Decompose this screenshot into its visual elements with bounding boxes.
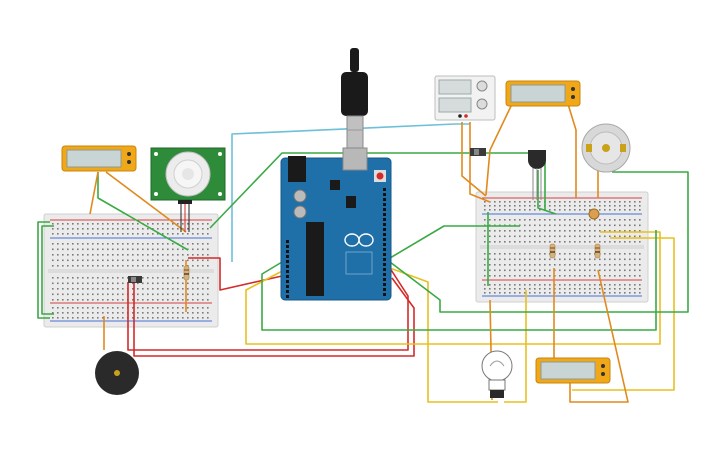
multimeter-left[interactable] — [61, 145, 137, 172]
wire-green-left-loop2 — [41, 225, 54, 315]
dc-motor[interactable] — [581, 123, 631, 173]
wire-green-temp — [537, 170, 557, 215]
wire-yellow-2 — [389, 267, 498, 403]
photoresistor[interactable] — [588, 208, 600, 220]
resistor-left[interactable] — [183, 265, 190, 281]
bench-power-supply[interactable] — [434, 75, 496, 121]
wire-yellow-1 — [245, 231, 661, 345]
wire-orange-bottom2 — [569, 269, 629, 403]
arduino-logo — [344, 233, 374, 247]
breadboard-right-holes — [484, 201, 641, 294]
wire-green-ard-left — [261, 230, 657, 331]
wire-orange-left-mm — [89, 171, 99, 215]
wire-green-top — [209, 152, 470, 229]
mm-left-knob — [127, 152, 131, 156]
light-bulb[interactable] — [481, 350, 513, 398]
wire-orange-mm-top2 — [567, 103, 577, 198]
arduino-header-pins — [286, 188, 386, 298]
breadboard-left[interactable] — [43, 213, 219, 328]
wire-red-2 — [133, 277, 415, 357]
usb-port — [342, 147, 368, 171]
wires — [37, 103, 689, 403]
arduino-uno[interactable] — [280, 147, 392, 301]
temperature-sensor[interactable] — [528, 150, 546, 200]
atmega-chip — [306, 222, 324, 296]
slide-switch-top[interactable] — [470, 148, 486, 156]
resistor-right-2[interactable] — [594, 243, 601, 259]
wire-green-left-loop — [37, 221, 50, 319]
ps-knob-current — [476, 98, 488, 110]
wire-green-left-mid — [97, 172, 189, 251]
wire-orange-mm-top — [485, 103, 513, 196]
piezo-buzzer[interactable] — [95, 351, 139, 395]
slide-switch-left[interactable] — [128, 276, 142, 283]
wire-green-ard-right — [389, 171, 689, 313]
breadboard-right[interactable] — [475, 191, 649, 303]
multimeter-top-right[interactable] — [505, 80, 581, 107]
multimeter-bottom-right[interactable] — [535, 357, 611, 384]
wire-red-3 — [127, 261, 409, 351]
wire-green-ard-right2 — [389, 225, 520, 259]
wire-red-1 — [188, 257, 283, 291]
ps-knob-voltage — [476, 80, 488, 92]
wire-orange-left-mm2 — [105, 171, 187, 233]
pir-sensor[interactable] — [150, 147, 226, 232]
wire-yellow-3 — [504, 290, 527, 403]
wire-orange-ps2 — [469, 122, 491, 203]
usb-cable[interactable] — [341, 48, 368, 149]
wire-yellow-4 — [572, 237, 675, 391]
wire-orange-ps — [461, 122, 487, 197]
resistor-right-1[interactable] — [549, 243, 556, 259]
power-jack — [288, 156, 306, 182]
